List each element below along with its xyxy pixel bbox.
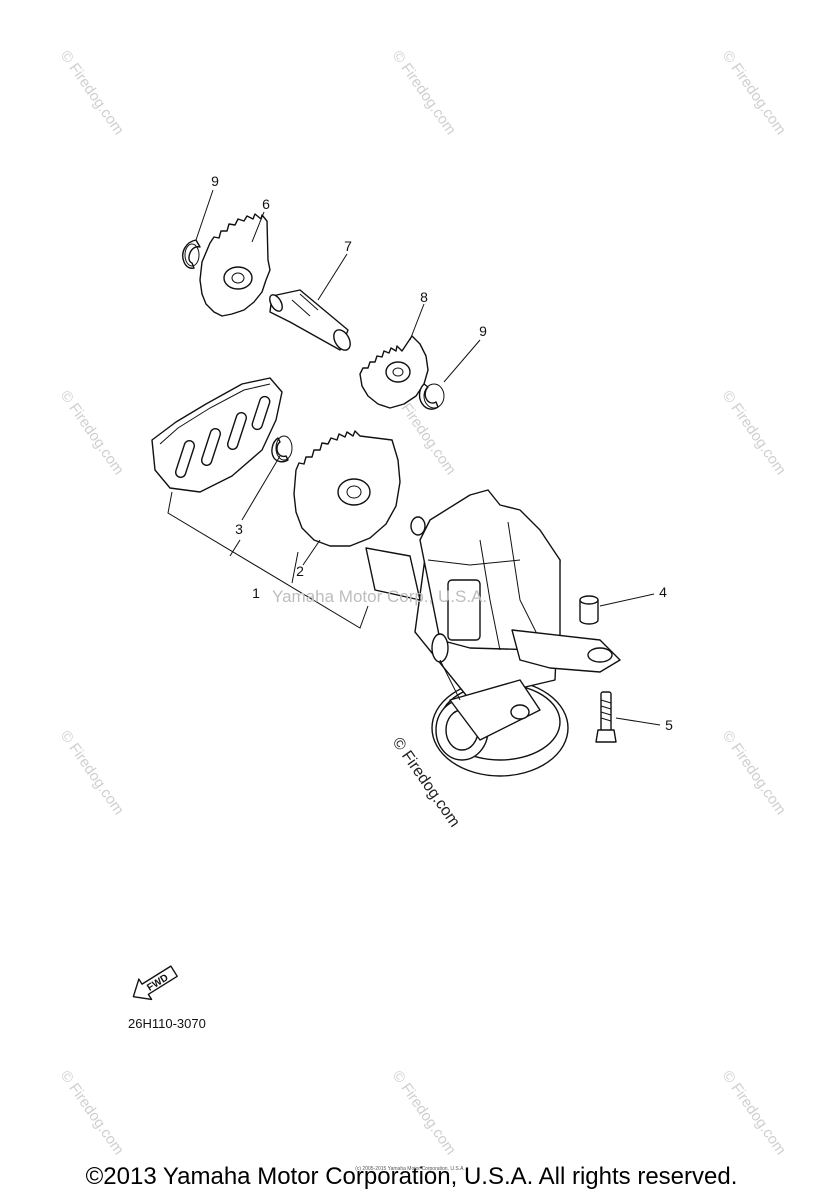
diagram-code: 26H110-3070 [128,1016,206,1031]
callout-9-upper: 9 [211,173,219,189]
watermark-tile: © Firedog.com [719,1068,789,1159]
callout-numbers: 1 2 3 4 5 6 7 8 9 9 [211,173,673,733]
callout-5: 5 [665,717,673,733]
watermark-tile: © Firedog.com [719,728,789,819]
callout-8: 8 [420,289,428,305]
callout-6: 6 [262,196,270,212]
watermark-tile: © Firedog.com [57,388,127,479]
watermark-tile: © Firedog.com [719,48,789,139]
part-2-gear [293,430,401,547]
copyright-footer: ©2013 Yamaha Motor Corporation, U.S.A. A… [85,1163,738,1190]
callout-7: 7 [344,238,352,254]
part-4-pin [579,595,599,625]
callout-3: 3 [235,521,243,537]
watermark-tile: © Firedog.com [389,48,459,139]
part-6-gear [199,213,271,317]
watermark-tile: © Firedog.com [57,1068,127,1159]
callout-1: 1 [252,585,260,601]
tiny-copyright: (c) 2005-2015 Yamaha Motor Corporation, … [355,1166,465,1172]
oil-pump-body [365,489,621,777]
part-9-circlip-upper [182,239,201,269]
part-5-bolt [595,691,617,743]
watermark-tile: © Firedog.com [57,48,127,139]
part-9-circlip-right [418,383,445,410]
watermark-tile: © Firedog.com [57,728,127,819]
fwd-arrow-icon: FWD [132,965,178,1001]
callout-leaders [195,189,661,726]
callout-9-right: 9 [479,323,487,339]
watermark-center: Yamaha Motor Corp., U.S.A. [272,587,487,606]
callout-2: 2 [296,563,304,579]
assembly-bracket [167,491,369,629]
cover-plate [151,377,283,493]
part-3-clip [271,435,293,463]
part-8-gear [359,335,429,409]
watermark-tile: © Firedog.com [719,388,789,479]
part-7-shaft [269,289,351,351]
callout-4: 4 [659,584,667,600]
watermark-tile: © Firedog.com [389,1068,459,1159]
